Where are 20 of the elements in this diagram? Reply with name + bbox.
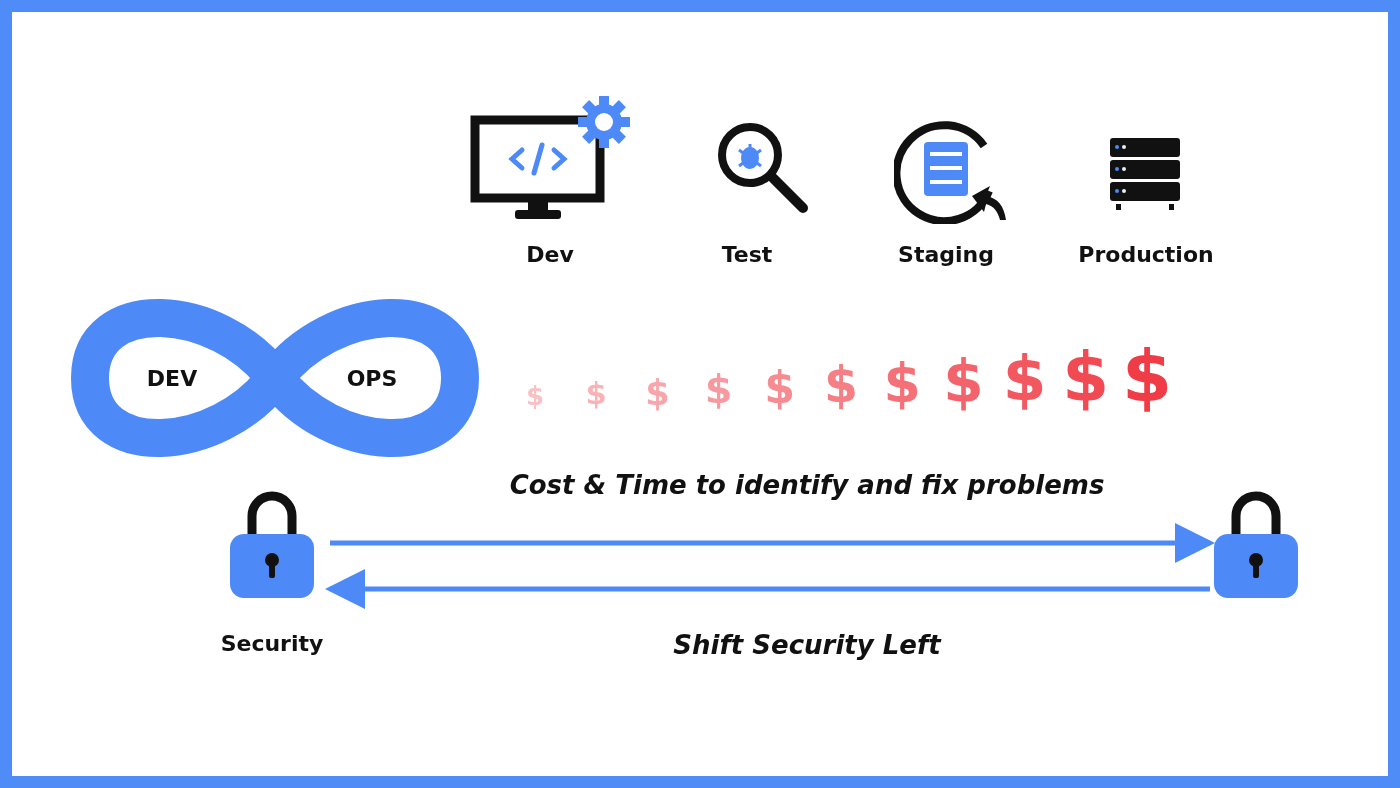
stage-label: Staging (898, 242, 994, 267)
stage-label: Dev (526, 242, 574, 267)
dollar-sign: $ (1062, 343, 1110, 412)
dollar-sign: $ (645, 374, 670, 410)
dollar-sign: $ (943, 352, 984, 411)
dollar-sign: $ (1002, 348, 1047, 412)
stage-label: Production (1078, 242, 1214, 267)
dollar-sign: $ (1121, 339, 1173, 412)
dollar-sign: $ (585, 378, 607, 410)
arrow (325, 569, 1210, 609)
dollar-sign: $ (823, 361, 859, 411)
loop-label: OPS (346, 366, 398, 391)
dollar-sign: $ (525, 383, 545, 410)
arrow (330, 523, 1215, 563)
dollar-sign: $ (704, 370, 733, 410)
dollar-sign: $ (764, 365, 796, 411)
stage-label: Test (721, 242, 773, 267)
stage-label: Security (220, 631, 324, 656)
dollar-sign: $ (883, 357, 921, 411)
loop-label: DEV (146, 366, 198, 391)
